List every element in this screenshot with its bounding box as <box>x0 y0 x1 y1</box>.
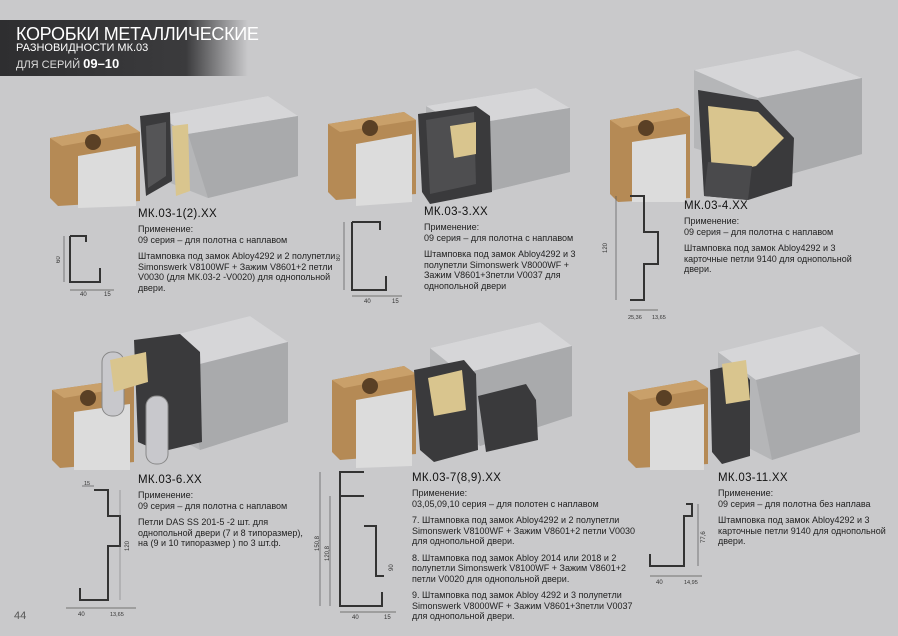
note-text: Штамповка под замок Abloy4292 и 3 карточ… <box>684 243 852 274</box>
model-name: МК.03-3.ХХ <box>424 206 489 218</box>
series-value: 09–10 <box>83 56 120 71</box>
profile-drawing-mk03-1: 60 40 15 <box>56 235 114 298</box>
dim-height: 77,6 <box>701 531 707 543</box>
dim-width: 40 <box>656 580 663 586</box>
application-label: Применение: <box>718 488 774 498</box>
dim-top: 15 <box>84 481 90 487</box>
product-card-mk03-7: МК.03-7(8,9).ХХ Применение:03,05,09,10 с… <box>412 472 642 628</box>
dim-width: 25,36 <box>628 315 642 321</box>
application-text: 03,05,09,10 серия – для полотен с наплав… <box>412 498 599 509</box>
application-label: Применение: <box>424 222 480 232</box>
dim-lip: 14,95 <box>684 580 698 586</box>
application-label: Применение: <box>412 488 468 498</box>
model-name: МК.03-6.ХХ <box>138 474 203 486</box>
header-band <box>0 20 248 76</box>
profile-drawing-mk03-6: 15 120 40 13,65 <box>66 481 136 618</box>
model-name: МК.03-4.ХХ <box>684 200 749 212</box>
page-subtitle: РАЗНОВИДНОСТИ МК.03 <box>16 42 149 54</box>
application-text: 09 серия – для полотна с наплавом <box>424 232 574 243</box>
dim-lip: 13,65 <box>110 612 124 618</box>
application-label: Применение: <box>684 216 740 226</box>
note-text: Штамповка под замок Abloy4292 и 3 полупе… <box>424 249 576 291</box>
note-text-9: 9. Штамповка под замок Abloy 4292 и 3 по… <box>412 590 633 621</box>
product-card-mk03-4: МК.03-4.ХХ Применение:09 серия – для пол… <box>684 200 854 281</box>
page-number: 44 <box>14 610 27 622</box>
application-text: 09 серия – для полотна с наплавом <box>138 234 288 245</box>
application-text: 09 серия – для полотна без наплава <box>718 498 871 509</box>
application-label: Применение: <box>138 224 194 234</box>
note-text: Петли DAS SS 201-5 -2 шт. для однопольно… <box>138 517 303 548</box>
frame-render-mk03-4 <box>610 50 862 202</box>
dim-h2: 120,8 <box>325 545 331 561</box>
profile-drawing-mk03-3: 80 40 15 <box>336 221 402 305</box>
product-card-mk03-6: МК.03-6.ХХ Применение:09 серия – для пол… <box>138 474 313 555</box>
dim-lip: 15 <box>104 292 111 298</box>
note-text: Штамповка под замок Abloy4292 и 3 карточ… <box>718 515 886 546</box>
profile-drawing-mk03-4: 120 25,36 13,65 <box>603 195 666 321</box>
note-text-8: 8. Штамповка под замок Abloy 2014 или 20… <box>412 552 626 584</box>
series-prefix: ДЛЯ СЕРИЙ <box>16 59 81 71</box>
dim-height: 80 <box>336 254 342 261</box>
dim-lip: 15 <box>392 299 399 305</box>
dim-width: 40 <box>364 299 371 305</box>
product-card-mk03-3: МК.03-3.ХХ Применение:09 серия – для пол… <box>424 206 599 297</box>
page-title: КОРОБКИ МЕТАЛЛИЧЕСКИЕ <box>16 24 259 44</box>
note-text: Штамповка под замок Abloy4292 и 2 полупе… <box>138 251 336 293</box>
model-name: МК.03-11.ХХ <box>718 472 788 484</box>
dim-height: 60 <box>56 256 62 263</box>
dim-h3: 90 <box>389 564 395 571</box>
product-card-mk03-11: МК.03-11.ХХ Применение:09 серия – для по… <box>718 472 888 553</box>
frame-render-mk03-11 <box>628 326 860 470</box>
dim-width: 40 <box>80 292 87 298</box>
model-name: МК.03-7(8,9).ХХ <box>412 472 502 484</box>
dim-width: 40 <box>352 615 359 621</box>
dim-h1: 150,8 <box>315 535 321 551</box>
product-card-mk03-1: МК.03-1(2).ХХ Применение:09 серия – для … <box>138 208 358 299</box>
frame-render-mk03-6 <box>52 316 288 470</box>
application-text: 09 серия – для полотна с наплавом <box>138 500 288 511</box>
application-text: 09 серия – для полотна с наплавом <box>684 226 834 237</box>
dim-height: 120 <box>603 242 609 253</box>
frame-render-mk03-7 <box>332 322 572 468</box>
model-name: МК.03-1(2).ХХ <box>138 208 217 220</box>
profile-drawing-mk03-11: 77,6 40 14,95 <box>649 503 707 586</box>
dim-lip: 13,65 <box>652 315 666 321</box>
dim-lip: 15 <box>384 615 391 621</box>
profile-drawing-mk03-7: 150,8 120,8 90 40 15 <box>315 471 396 621</box>
dim-height: 120 <box>125 540 131 551</box>
frame-render-mk03-3 <box>328 88 570 206</box>
frame-render-mk03-1 <box>50 96 298 208</box>
dim-width: 40 <box>78 612 85 618</box>
note-text-7: 7. Штамповка под замок Abloy4292 и 2 пол… <box>412 515 636 546</box>
application-label: Применение: <box>138 490 194 500</box>
